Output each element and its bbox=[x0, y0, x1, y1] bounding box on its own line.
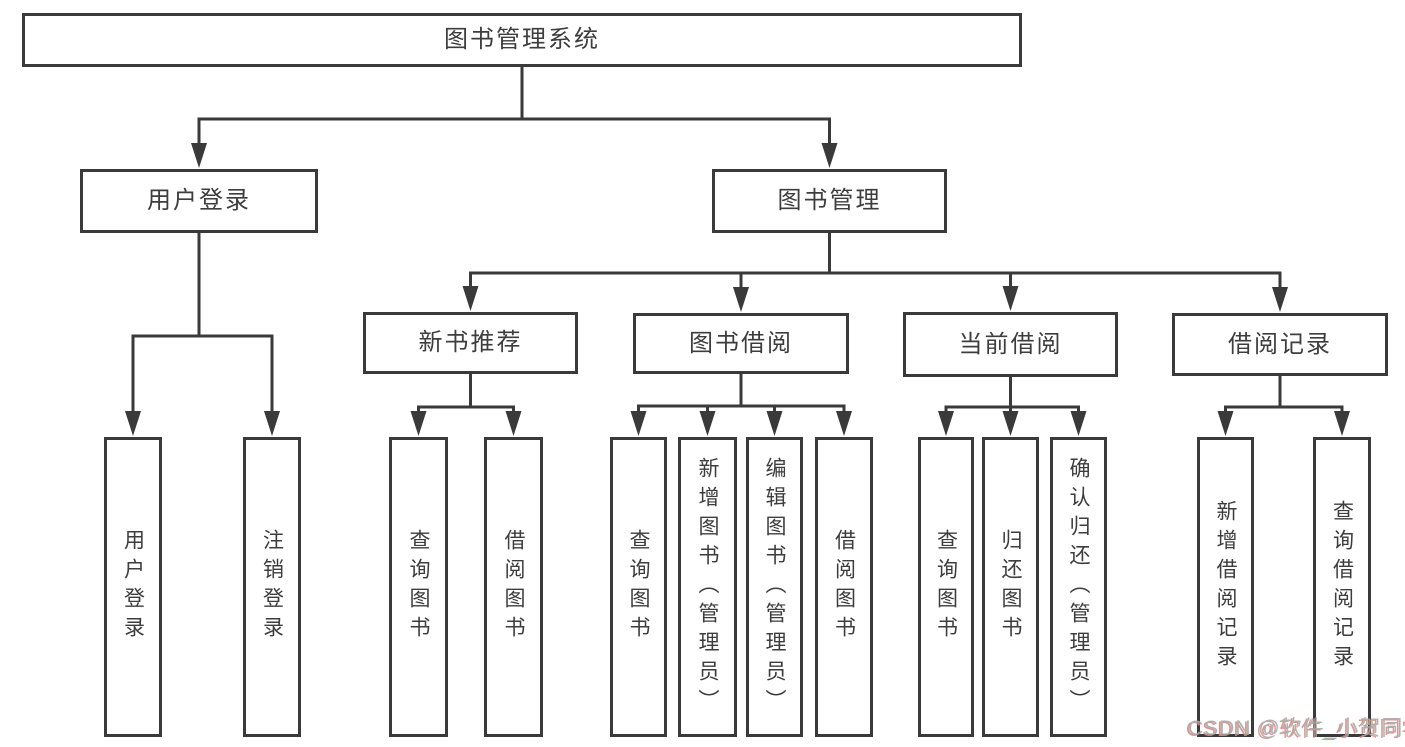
node-label-borrow-records: 借阅记录 bbox=[1228, 330, 1332, 358]
node-cb-query: 查询图书 bbox=[918, 437, 974, 737]
arrow-icon-cb-query bbox=[938, 411, 954, 436]
node-book-mgmt: 图书管理 bbox=[712, 169, 947, 233]
node-nb-borrow: 借阅图书 bbox=[484, 437, 543, 737]
node-bb-edit: 编辑图书（管理员） bbox=[746, 437, 803, 737]
node-label-cb-query: 查询图书 bbox=[934, 529, 958, 645]
arrow-icon-bb-query bbox=[630, 411, 647, 436]
arrow-icon-bb-borrow bbox=[836, 411, 852, 436]
node-logout-op: 注销登录 bbox=[243, 437, 301, 737]
node-label-bb-borrow: 借阅图书 bbox=[832, 529, 856, 645]
node-cb-return: 归还图书 bbox=[982, 437, 1039, 737]
arrow-icon-nb-query bbox=[410, 411, 427, 436]
node-cb-confirm: 确认归还（管理员） bbox=[1050, 437, 1107, 737]
arrow-icon-br-query bbox=[1334, 411, 1350, 436]
node-login-op: 用户登录 bbox=[104, 437, 162, 737]
arrow-icon-login-op bbox=[125, 411, 141, 436]
arrow-icon-bb-add bbox=[699, 411, 716, 436]
node-bb-borrow: 借阅图书 bbox=[815, 437, 873, 737]
node-label-new-books: 新书推荐 bbox=[418, 329, 523, 356]
node-label-br-add: 新增借阅记录 bbox=[1214, 500, 1237, 674]
node-current-borrow: 当前借阅 bbox=[903, 312, 1118, 377]
node-label-br-query: 查询借阅记录 bbox=[1330, 500, 1354, 674]
arrow-icon-bb-edit bbox=[766, 411, 783, 436]
arrow-icon-br-add bbox=[1217, 411, 1234, 436]
arrow-icon-cb-confirm bbox=[1070, 411, 1087, 436]
node-br-add: 新增借阅记录 bbox=[1197, 437, 1254, 737]
node-label-root: 图书管理系统 bbox=[444, 26, 600, 53]
arrow-icon-new-books bbox=[462, 286, 479, 311]
node-bb-query: 查询图书 bbox=[610, 437, 667, 737]
node-label-nb-borrow: 借阅图书 bbox=[502, 529, 525, 645]
node-user-login: 用户登录 bbox=[80, 169, 318, 233]
arrow-icon-current-borrow bbox=[1002, 286, 1019, 311]
node-book-borrow: 图书借阅 bbox=[633, 313, 849, 374]
node-label-cb-return: 归还图书 bbox=[999, 529, 1022, 645]
node-label-book-borrow: 图书借阅 bbox=[689, 329, 793, 357]
node-label-nb-query: 查询图书 bbox=[407, 529, 430, 645]
node-borrow-records: 借阅记录 bbox=[1172, 313, 1388, 376]
arrow-icon-logout-op bbox=[264, 411, 280, 436]
node-label-bb-query: 查询图书 bbox=[627, 529, 650, 645]
node-label-logout-op: 注销登录 bbox=[260, 529, 284, 645]
arrow-icon-cb-return bbox=[1002, 411, 1019, 436]
node-label-book-mgmt: 图书管理 bbox=[777, 187, 882, 214]
arrow-icon-nb-borrow bbox=[505, 411, 522, 436]
node-nb-query: 查询图书 bbox=[389, 437, 448, 737]
node-label-login-op: 用户登录 bbox=[121, 529, 145, 645]
arrow-icon-user-login bbox=[191, 143, 207, 168]
node-new-books: 新书推荐 bbox=[363, 312, 578, 374]
watermark: CSDN @软件_小贺同学 bbox=[1188, 717, 1405, 740]
arrow-icon-book-borrow bbox=[733, 287, 749, 312]
node-label-bb-add: 新增图书（管理员） bbox=[696, 456, 719, 718]
node-root: 图书管理系统 bbox=[22, 13, 1022, 67]
arrow-icon-book-mgmt bbox=[821, 143, 838, 168]
node-label-current-borrow: 当前借阅 bbox=[958, 330, 1063, 358]
arrow-icon-borrow-records bbox=[1272, 287, 1288, 312]
node-label-bb-edit: 编辑图书（管理员） bbox=[763, 456, 786, 718]
node-br-query: 查询借阅记录 bbox=[1313, 437, 1371, 737]
node-label-cb-confirm: 确认归还（管理员） bbox=[1067, 456, 1090, 718]
node-label-user-login: 用户登录 bbox=[147, 187, 251, 214]
node-bb-add: 新增图书（管理员） bbox=[678, 437, 737, 737]
